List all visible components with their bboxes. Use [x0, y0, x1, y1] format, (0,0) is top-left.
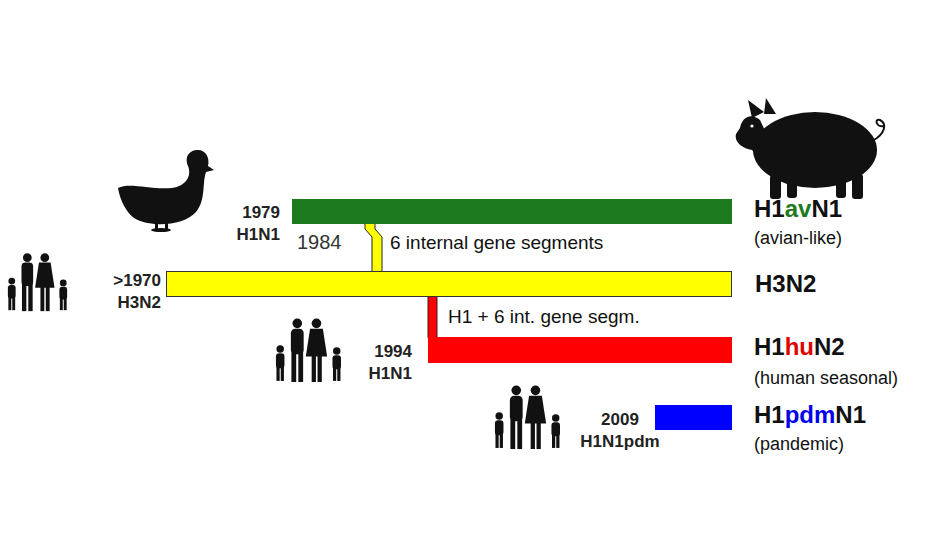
- duck-icon: [118, 150, 214, 232]
- gene-transfer-connector: [365, 223, 382, 272]
- pig-icon: [736, 98, 885, 199]
- lineage-band: >1970 H3N2H3N2: [166, 271, 732, 297]
- people-icon: [276, 319, 341, 382]
- lineage-band: 2009 H1N1pdmH1pdmN1(pandemic): [655, 405, 732, 430]
- people-icon: [8, 253, 67, 311]
- people-icon: [495, 386, 560, 449]
- lineage-band: 1979 H1N1H1avN1(avian-like): [292, 199, 732, 224]
- origin-label: 1979 H1N1: [220, 202, 280, 246]
- connector-label: 6 internal gene segments: [390, 232, 603, 254]
- origin-label: 2009 H1N1pdm: [575, 409, 665, 453]
- lineage-note: (avian-like): [754, 227, 842, 250]
- lineage-note: (pandemic): [754, 433, 844, 456]
- origin-label: >1970 H3N2: [99, 270, 161, 314]
- subtype-label: H1avN1: [754, 193, 842, 224]
- origin-label: 1994 H1N1: [352, 341, 412, 385]
- subtype-label: H3N2: [755, 268, 816, 299]
- lineage-note: (human seasonal): [754, 367, 898, 390]
- subtype-label: H1pdmN1: [754, 399, 866, 430]
- connector-label: H1 + 6 int. gene segm.: [448, 306, 640, 328]
- lineage-band: 1994 H1N1H1huN2(human seasonal): [428, 337, 732, 363]
- year-label: 1984: [297, 231, 342, 254]
- gene-transfer-connector: [428, 296, 437, 338]
- subtype-label: H1huN2: [754, 331, 845, 362]
